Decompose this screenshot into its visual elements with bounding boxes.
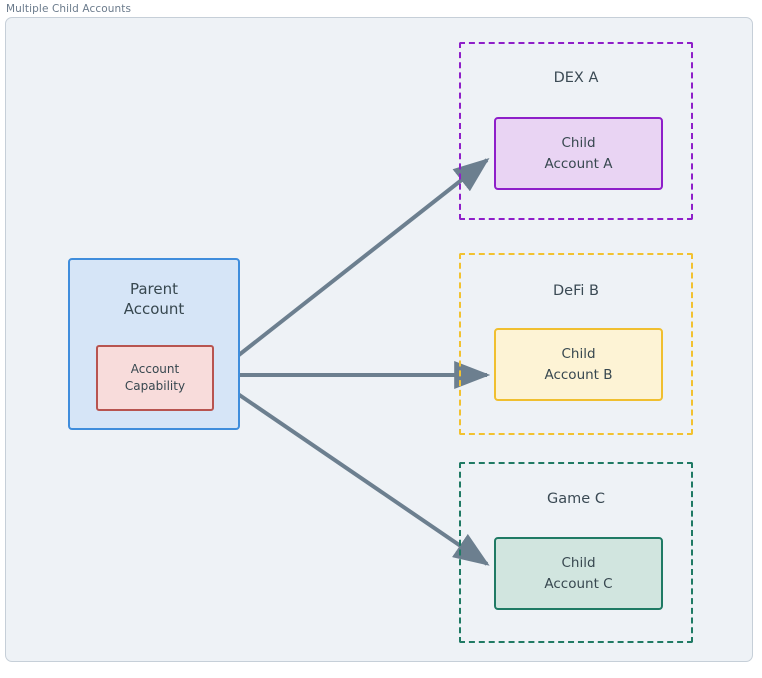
child-account-a-label-line2: Account A bbox=[544, 155, 613, 172]
account-capability-label-line1: Account bbox=[130, 361, 180, 376]
child-account-a-label-line1: Child bbox=[561, 135, 596, 152]
group-defi-b-label: DeFi B bbox=[553, 283, 599, 299]
group-dex-a[interactable]: DEX A Child Account A bbox=[459, 42, 693, 220]
child-account-a-node[interactable]: Child Account A bbox=[494, 117, 663, 190]
account-capability-label-line2: Capability bbox=[124, 379, 186, 393]
group-game-c[interactable]: Game C Child Account C bbox=[459, 462, 693, 643]
group-defi-b[interactable]: DeFi B Child Account B bbox=[459, 253, 693, 435]
child-account-b-node[interactable]: Child Account B bbox=[494, 328, 663, 401]
parent-account-node[interactable]: Parent Account Account Capability bbox=[68, 258, 240, 430]
account-capability-node[interactable]: Account Capability bbox=[96, 345, 214, 411]
parent-account-title-line2: Account bbox=[123, 300, 185, 319]
diagram-caption: Multiple Child Accounts bbox=[6, 3, 132, 15]
group-game-c-label: Game C bbox=[547, 491, 605, 507]
child-account-c-node[interactable]: Child Account C bbox=[494, 537, 663, 610]
child-account-c-label-line2: Account C bbox=[544, 575, 613, 592]
group-dex-a-label: DEX A bbox=[553, 70, 599, 86]
child-account-b-label-line1: Child bbox=[561, 346, 596, 363]
child-account-c-label-line1: Child bbox=[561, 555, 596, 572]
child-account-b-label-line2: Account B bbox=[544, 366, 613, 383]
parent-account-title-line1: Parent bbox=[129, 280, 179, 298]
